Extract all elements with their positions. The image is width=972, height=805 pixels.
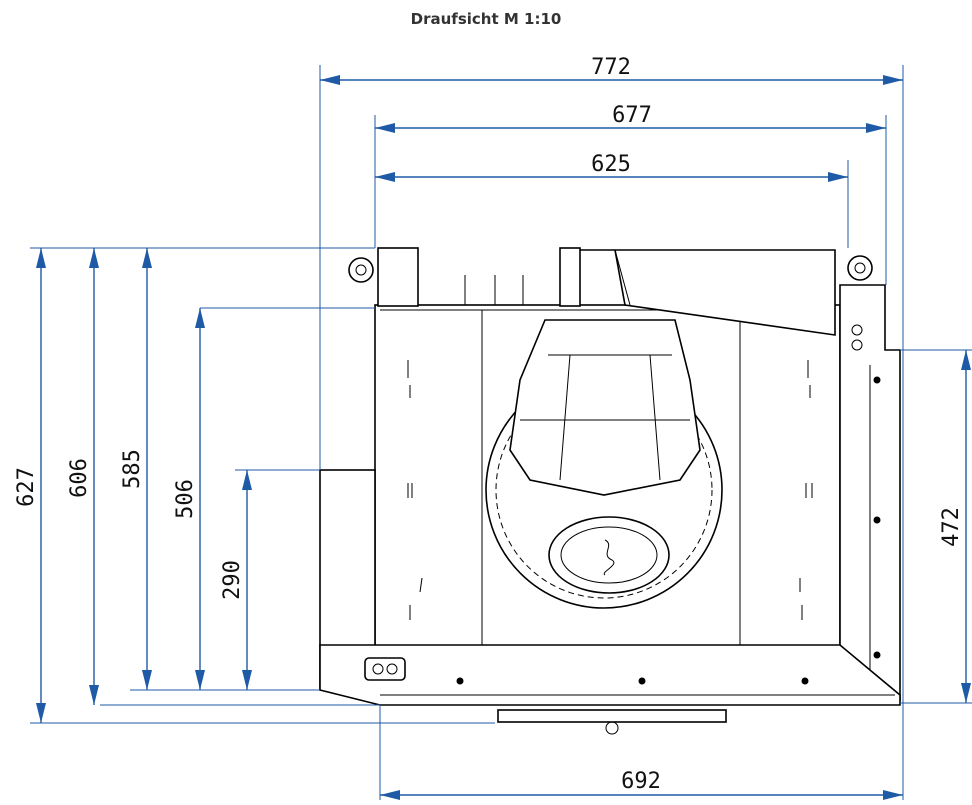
dimension-506: 506 [173, 308, 205, 690]
dimension-627: 627 [14, 248, 46, 723]
dim-label-472: 472 [939, 507, 964, 547]
dimension-290: 290 [220, 470, 252, 690]
dim-label-625: 625 [591, 152, 631, 177]
dim-label-585: 585 [120, 449, 145, 489]
dimension-677: 677 [375, 103, 886, 133]
dimension-585: 585 [120, 248, 152, 690]
dim-label-627: 627 [14, 467, 39, 507]
extension-lines [30, 65, 972, 800]
burner-pot [548, 516, 670, 594]
dimension-472: 472 [939, 350, 971, 703]
dim-label-772: 772 [591, 55, 631, 80]
dimension-606: 606 [67, 248, 99, 705]
dim-label-506: 506 [173, 479, 198, 519]
drawing-title: Draufsicht M 1:10 [410, 10, 562, 28]
stove-top-view [319, 247, 901, 735]
roller-right-icon [847, 255, 873, 281]
dim-label-606: 606 [67, 458, 92, 498]
dim-label-677: 677 [612, 103, 652, 128]
dimension-772: 772 [320, 55, 903, 85]
dimension-625: 625 [375, 152, 848, 182]
dim-label-290: 290 [220, 560, 245, 600]
dim-label-692: 692 [621, 769, 661, 794]
roller-left-icon [348, 257, 374, 283]
dimension-692: 692 [380, 769, 903, 800]
